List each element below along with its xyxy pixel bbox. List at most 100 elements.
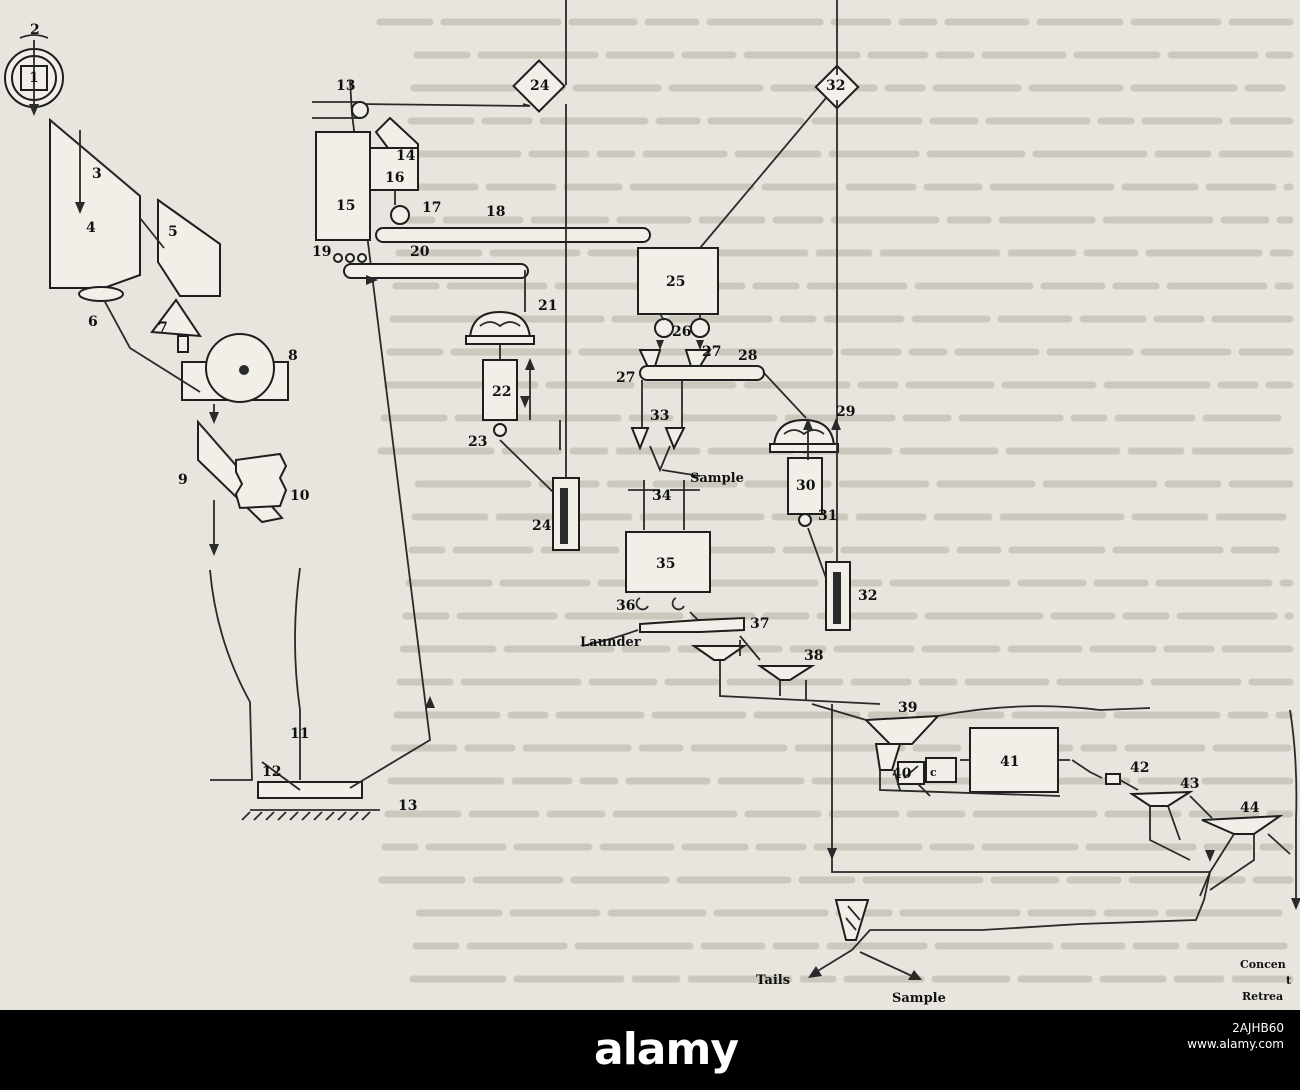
feeder-13 (312, 101, 369, 119)
image-id-block: 2AJHB60 www.alamy.com (1187, 1020, 1284, 1052)
number-6: 6 (88, 314, 98, 330)
conveyor-20 (343, 263, 529, 279)
mill-21 (465, 310, 535, 345)
classifier-30 (787, 457, 823, 527)
number-30: 30 (796, 478, 816, 494)
number-36: 36 (616, 598, 635, 614)
number-3: 3 (92, 166, 102, 182)
number-23: 23 (468, 434, 487, 450)
jig-35 (625, 531, 711, 593)
number-38: 38 (804, 648, 823, 664)
flow-diagram: c 2 1 3 (4, 0, 1300, 1006)
classifier-39 (863, 714, 941, 745)
tube-mill-41 (960, 727, 1070, 793)
number-32-top: 32 (826, 78, 845, 94)
conveyor-18 (375, 227, 651, 243)
crusher-8 (181, 333, 289, 403)
number-37: 37 (750, 616, 769, 632)
number-13-top: 13 (336, 78, 355, 94)
number-1: 1 (29, 70, 39, 86)
number-40: 40 (892, 766, 912, 782)
table-37 (639, 616, 745, 633)
label-sample-tails: Sample (892, 991, 946, 1006)
rolls-17 (390, 205, 410, 225)
number-44: 44 (1240, 800, 1260, 816)
number-34: 34 (652, 488, 672, 504)
number-11: 11 (290, 726, 309, 742)
number-5: 5 (168, 224, 178, 240)
number-13-mid: 13 (388, 773, 407, 789)
number-26: 26 (672, 324, 691, 340)
label-concentrate-line2: t (1286, 974, 1292, 987)
elevator-boot-24 (552, 477, 580, 551)
number-18: 18 (486, 204, 505, 220)
bucket-elevator-32-top (814, 0, 860, 110)
bin-11 (209, 567, 301, 781)
number-22: 22 (492, 384, 511, 400)
conveyor-12 (241, 781, 380, 821)
sampler-33 (630, 427, 686, 473)
number-43: 43 (1180, 776, 1199, 792)
number-2: 2 (30, 22, 40, 38)
watermark-banner (0, 1010, 1300, 1090)
tables-38 (690, 645, 816, 681)
diagram-text-labels: Sample Launder Tails Sample Concen t Ret… (580, 471, 1292, 1006)
conveyor-28 (639, 365, 765, 381)
tables-43 (1128, 790, 1194, 807)
number-20: 20 (410, 244, 430, 260)
jig-outlets-36 (635, 597, 685, 611)
number-35: 35 (656, 556, 675, 572)
bucket-elevator-24-top (512, 0, 567, 113)
label-tails: Tails (756, 973, 790, 988)
number-29: 29 (836, 404, 855, 420)
feeder-6 (78, 286, 124, 302)
number-9: 9 (178, 472, 188, 488)
box-42 (1105, 773, 1121, 785)
tables-44 (1201, 814, 1284, 835)
number-31: 31 (818, 508, 837, 524)
label-concentrate-line3: Retrea (1242, 990, 1283, 1003)
number-12: 12 (262, 764, 281, 780)
number-16: 16 (385, 170, 404, 186)
label-launder: Launder (580, 635, 641, 650)
number-7: 7 (158, 320, 168, 336)
number-42: 42 (1130, 760, 1149, 776)
cone-40: c (874, 743, 957, 785)
rolls-10 (234, 452, 288, 510)
number-27-left: 27 (616, 370, 635, 386)
number-24-top: 24 (530, 78, 550, 94)
number-24-boot: 24 (532, 518, 552, 534)
number-19: 19 (312, 244, 331, 260)
site-url: www.alamy.com (1187, 1037, 1284, 1051)
bin-4 (49, 117, 141, 289)
number-25: 25 (666, 274, 685, 290)
number-10: 10 (290, 488, 310, 504)
image-id: 2AJHB60 (1232, 1021, 1284, 1035)
elevator-boot-32 (825, 561, 851, 631)
number-15: 15 (336, 198, 355, 214)
screen-14 (369, 116, 419, 191)
number-14: 14 (396, 148, 416, 164)
number-39: 39 (898, 700, 917, 716)
diagram-number-labels: 2 1 3 4 5 6 7 8 9 10 11 12 13 13 14 15 1… (29, 22, 1260, 816)
alamy-logo: alamy (594, 1024, 739, 1075)
bin-25 (637, 247, 719, 315)
number-13-bottom: 13 (398, 798, 417, 814)
number-21: 21 (538, 298, 557, 314)
feeders-34 (628, 480, 700, 530)
label-concentrate-line1: Concen (1240, 958, 1286, 971)
grizzly-7 (150, 298, 202, 353)
number-8: 8 (288, 348, 298, 364)
number-17: 17 (422, 200, 441, 216)
cone-sampler-tails (834, 899, 870, 941)
number-32-boot: 32 (858, 588, 877, 604)
screen-19 (333, 253, 367, 263)
chute-5 (157, 198, 221, 297)
label-sample-jigs: Sample (690, 471, 744, 486)
number-41: 41 (1000, 754, 1019, 770)
bin-15 (315, 131, 371, 241)
number-28: 28 (738, 348, 757, 364)
mill-29 (769, 418, 839, 453)
number-33: 33 (650, 408, 669, 424)
number-27-right: 27 (702, 344, 721, 360)
